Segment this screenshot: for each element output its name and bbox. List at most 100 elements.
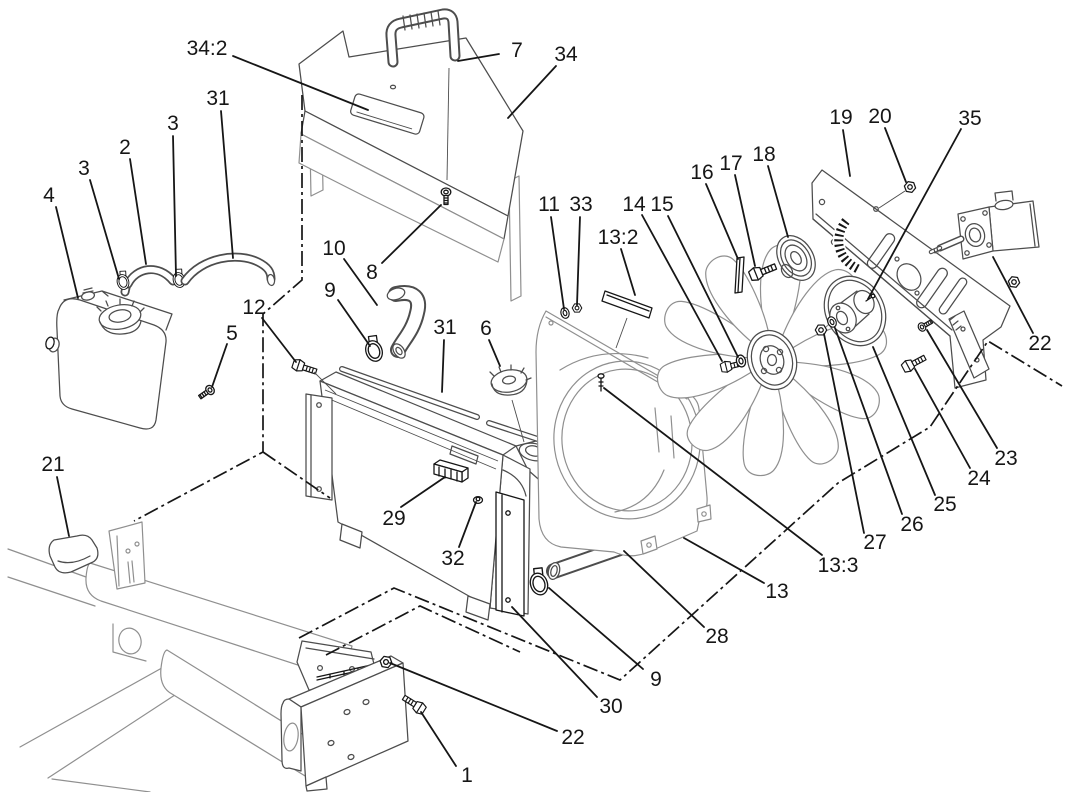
- leader-line-23: [926, 329, 998, 449]
- callout-35: 35: [958, 107, 981, 130]
- lower-mount-bracket: [280, 640, 428, 792]
- callout-29: 29: [382, 507, 405, 530]
- callout-26: 26: [900, 513, 923, 536]
- hydraulic-pump: [928, 190, 1040, 289]
- pulley-18: [776, 235, 816, 281]
- leader-line-31: [220, 110, 234, 259]
- leader-lines: [55, 53, 1034, 767]
- expansion-tank: [45, 278, 173, 479]
- cooling-fan: [656, 243, 888, 477]
- callout-31: 31: [206, 87, 229, 110]
- radiator-channel-bracket: [495, 491, 525, 617]
- callout-5: 5: [226, 322, 238, 345]
- callout-19: 19: [829, 106, 852, 129]
- leader-line-10: [343, 258, 378, 306]
- callout-3: 3: [78, 157, 90, 180]
- mount-plate: [811, 169, 1011, 389]
- shroud-seal-strip-13-2: [601, 290, 653, 349]
- leader-line-31: [441, 339, 445, 393]
- callout-30: 30: [599, 695, 622, 718]
- washer-11: [559, 306, 571, 320]
- leader-line-22: [992, 256, 1034, 334]
- leader-line-9: [337, 299, 371, 347]
- leader-line-2: [129, 158, 147, 265]
- lower-hose-28: [525, 538, 634, 598]
- leader-line-33: [576, 216, 581, 306]
- leader-line-21: [56, 476, 70, 537]
- callout-4: 4: [43, 184, 55, 207]
- leader-line-13: [683, 537, 765, 584]
- phantom-lines: [133, 95, 1063, 681]
- leader-line-3: [89, 179, 120, 280]
- callout-15: 15: [650, 193, 673, 216]
- callout-33: 33: [569, 193, 592, 216]
- callout-20: 20: [868, 105, 891, 128]
- screw-32: [472, 495, 484, 505]
- callout-27: 27: [863, 531, 886, 554]
- callout-13: 13: [765, 580, 788, 603]
- screw-23: [916, 317, 935, 334]
- drive-parts: [734, 235, 816, 294]
- callout-14: 14: [622, 193, 646, 216]
- air-deflector-panel: [298, 8, 524, 302]
- screw-13-3: [597, 373, 605, 392]
- leader-line-9: [548, 587, 644, 670]
- callout-1: 1: [461, 764, 473, 787]
- callout-34:2: 34:2: [187, 37, 228, 60]
- leader-line-30: [511, 606, 598, 698]
- leader-line-26: [834, 327, 903, 515]
- leader-line-7: [457, 53, 500, 62]
- fan-hub: [746, 329, 798, 391]
- leader-line-25: [872, 346, 936, 496]
- leader-line-27: [823, 333, 865, 534]
- callout-12: 12: [242, 296, 265, 319]
- nut-20: [902, 180, 918, 194]
- tank-hose-and-clamps: [114, 252, 276, 402]
- callout-18: 18: [752, 143, 775, 166]
- callout-24: 24: [967, 467, 991, 490]
- radiator-side-bracket: [305, 393, 333, 501]
- leader-line-18: [767, 165, 789, 238]
- leader-line-17: [734, 174, 756, 267]
- leader-line-13:3: [603, 387, 823, 556]
- bolt-24: [899, 351, 929, 375]
- callout-2: 2: [119, 136, 131, 159]
- callout-13:3: 13:3: [818, 554, 859, 577]
- fan-shroud: [535, 290, 712, 557]
- callout-21: 21: [41, 453, 64, 476]
- callout-34: 34: [554, 43, 578, 66]
- callout-32: 32: [441, 547, 464, 570]
- callout-31: 31: [433, 316, 456, 339]
- frame-plug: [48, 534, 99, 574]
- screw-5: [196, 383, 217, 402]
- leader-line-20: [884, 127, 907, 183]
- leader-line-22: [389, 662, 558, 732]
- callout-7: 7: [511, 39, 523, 62]
- callout-23: 23: [994, 447, 1017, 470]
- callout-3: 3: [167, 112, 179, 135]
- callout-22: 22: [1028, 332, 1051, 355]
- leader-line-4: [55, 206, 79, 299]
- leader-line-34: [507, 65, 557, 119]
- leader-line-3: [172, 135, 177, 277]
- callout-11: 11: [538, 193, 560, 216]
- callout-8: 8: [366, 261, 378, 284]
- leader-line-34:2: [232, 55, 369, 111]
- callout-17: 17: [719, 152, 742, 175]
- callout-25: 25: [933, 493, 956, 516]
- callout-28: 28: [705, 625, 728, 648]
- leader-line-19: [842, 129, 851, 177]
- callout-10: 10: [322, 237, 345, 260]
- leader-line-14: [641, 214, 723, 362]
- leader-line-8: [381, 204, 442, 264]
- callout-22: 22: [561, 726, 584, 749]
- leader-line-29: [400, 476, 446, 508]
- carry-handle: [385, 8, 461, 68]
- callout-9: 9: [650, 668, 662, 691]
- leader-line-28: [623, 550, 705, 628]
- leader-line-32: [458, 501, 477, 548]
- callout-6: 6: [480, 317, 492, 340]
- leader-line-1: [420, 711, 457, 767]
